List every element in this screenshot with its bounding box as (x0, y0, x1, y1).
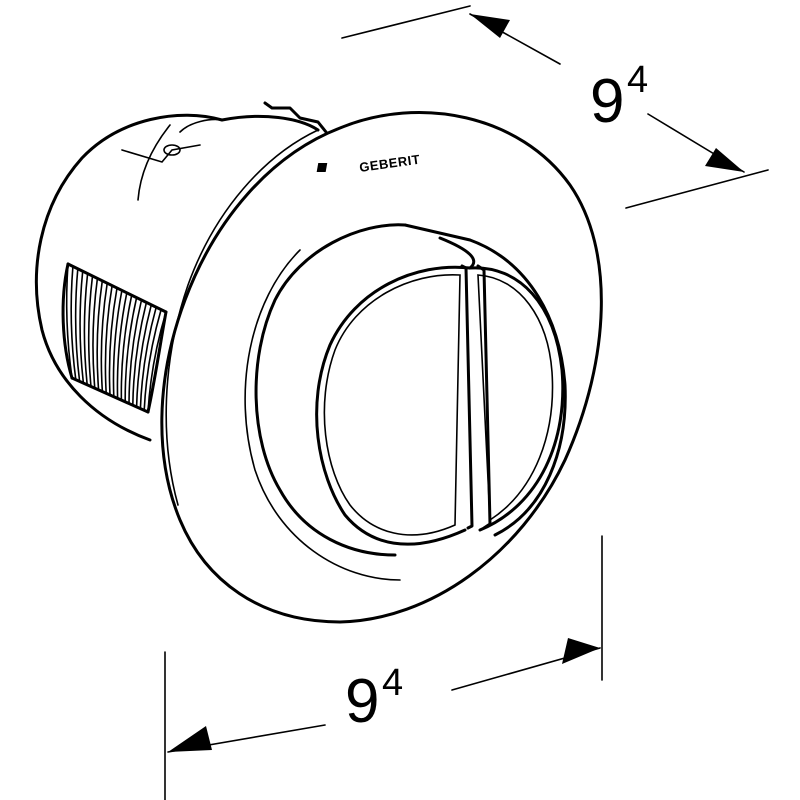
thread-ridge (116, 292, 128, 400)
thread-ridge (104, 284, 113, 395)
threaded-stem (61, 262, 168, 414)
thread-ridge (96, 280, 104, 391)
rear-housing (34, 101, 328, 442)
left-button-half[interactable] (323, 274, 461, 536)
thread-ridge (139, 306, 157, 410)
thread-ridge (147, 311, 167, 413)
thread-ridge (74, 268, 81, 383)
thread-ridge (92, 277, 99, 389)
brand-name: GEBERIT (358, 152, 421, 175)
width-dimension: 9 4 (164, 535, 603, 800)
dimension-arrow-right (562, 638, 600, 664)
height-dimension: 9 4 (341, 5, 769, 209)
dimension-arrow-left (168, 726, 212, 752)
thread-ridge (65, 263, 73, 379)
brand-logo: GEBERIT (316, 152, 421, 175)
width-dimension-superscript: 4 (382, 662, 403, 704)
geberit-logo-mark (316, 163, 328, 172)
thread-ridge (79, 270, 85, 384)
height-dimension-value: 9 (590, 67, 624, 136)
dual-flush-buttons (254, 223, 567, 557)
thread-ridge (108, 287, 118, 396)
thread-ridge (135, 304, 153, 408)
thread-ridge (70, 265, 77, 381)
thread-ridge (112, 289, 123, 398)
dimension-arrow-down (705, 148, 744, 172)
dimension-arrow-up (470, 14, 510, 38)
thread-ridge (132, 301, 148, 406)
thread-ridge (128, 299, 143, 405)
thread-ridge (124, 296, 138, 403)
thread-ridge (100, 282, 108, 393)
thread-ridge (143, 308, 162, 412)
cover-rosette (160, 111, 603, 624)
thread-ridge (120, 294, 133, 401)
height-dimension-superscript: 4 (627, 59, 648, 101)
thread-ridge (83, 272, 89, 386)
right-button-half[interactable] (477, 274, 554, 522)
width-dimension-value: 9 (345, 667, 379, 736)
thread-ridge (87, 275, 94, 388)
